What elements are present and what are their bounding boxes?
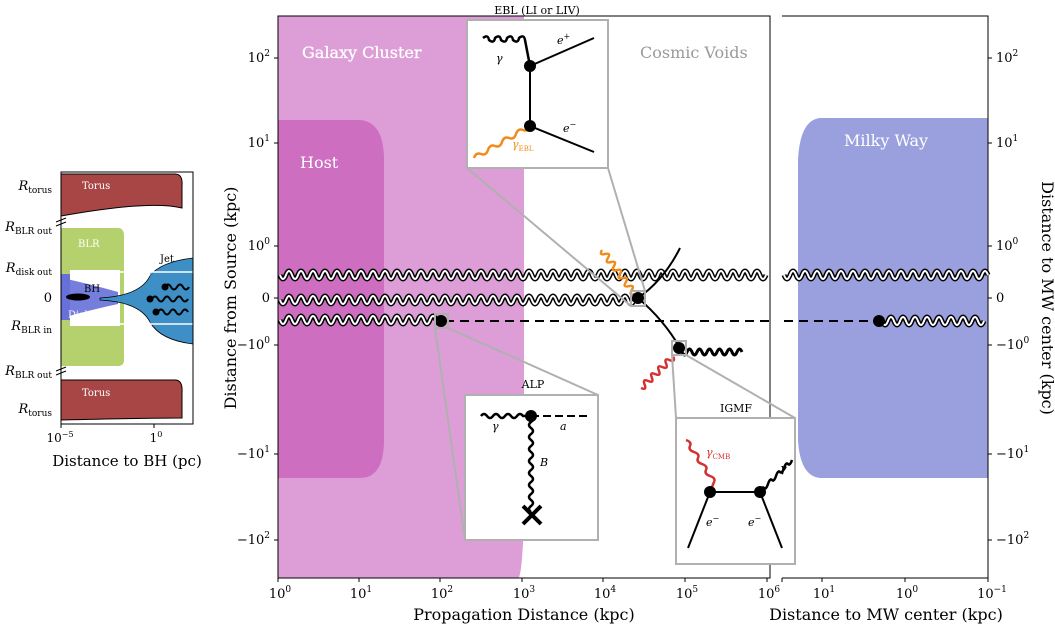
host-label: Host (300, 153, 339, 172)
blr-label: BLR (78, 239, 100, 250)
svg-text:102: 102 (431, 585, 453, 602)
ebl-inset-title: EBL (LI or LIV) (494, 4, 580, 17)
ebl-inset: EBL (LI or LIV) γ e+ e− γEBL (466, 4, 609, 169)
main-y-label-left: Distance from Source (kpc) (221, 187, 240, 410)
photon-line-secondary (680, 347, 744, 357)
main-x-label: Propagation Distance (kpc) (413, 605, 635, 624)
svg-text:−101: −101 (237, 445, 270, 462)
left-y-ticks: Rtorus RBLR out Rdisk out 0 RBLR in RBLR… (4, 179, 52, 419)
disk-label: Disk (68, 310, 91, 321)
main-x-axis: 100 101 102 103 104 105 106 (269, 578, 781, 602)
axis-breaks (55, 217, 67, 376)
svg-text:106: 106 (758, 585, 781, 602)
svg-text:γ: γ (496, 52, 503, 65)
svg-text:10−1: 10−1 (977, 585, 1007, 602)
torus-upper-region (61, 173, 183, 217)
svg-text:−100: −100 (996, 336, 1029, 353)
photon-wavy-lines (277, 249, 991, 391)
torus-label-lower: Torus (82, 388, 110, 399)
main-y-axis-left: 102 101 100 0 −100 −101 −102 (237, 49, 278, 548)
svg-text:−102: −102 (996, 531, 1029, 548)
svg-text:γ: γ (780, 462, 787, 475)
ebl-photon-inset (472, 125, 532, 159)
svg-text:a: a (560, 420, 567, 433)
svg-text:100: 100 (896, 585, 919, 602)
svg-text:RBLR out: RBLR out (4, 220, 52, 237)
igmf-interaction-point (673, 342, 685, 354)
svg-text:100: 100 (269, 585, 292, 602)
svg-text:e−: e− (706, 514, 719, 529)
jet-photons (151, 283, 190, 316)
black-hole (66, 293, 90, 301)
galaxy-cluster-label: Galaxy Cluster (302, 43, 422, 62)
svg-text:101: 101 (813, 585, 835, 602)
svg-text:−101: −101 (996, 445, 1029, 462)
milky-way-region (798, 118, 988, 478)
igmf-inset: IGMF γCMB γ e− e− (675, 402, 796, 565)
svg-text:−100: −100 (237, 336, 270, 353)
mw-x-axis: 101 100 10−1 (813, 578, 1007, 602)
svg-text:Rtorus: Rtorus (17, 402, 52, 419)
torus-lower-region (61, 379, 183, 421)
milky-way-label: Milky Way (844, 131, 928, 150)
svg-text:e−: e− (563, 120, 576, 135)
svg-text:Rtorus: Rtorus (17, 179, 52, 196)
alp-inset-title: ALP (521, 378, 545, 391)
svg-text:γEBL: γEBL (512, 138, 534, 153)
mw-reconversion-point (873, 315, 885, 327)
alp-inset: ALP γ a B (464, 378, 599, 541)
left-x-label: Distance to BH (pc) (52, 452, 202, 470)
agn-panel: Torus Torus BLR Jet BH Disk Rtorus RBLR … (4, 171, 202, 470)
svg-text:γCMB: γCMB (706, 446, 730, 461)
svg-text:100: 100 (248, 237, 271, 254)
svg-text:10−5: 10−5 (46, 430, 73, 445)
svg-text:e+: e+ (557, 32, 570, 47)
svg-text:100: 100 (996, 237, 1019, 254)
svg-text:101: 101 (350, 585, 372, 602)
svg-text:104: 104 (594, 585, 617, 602)
svg-text:Rdisk out: Rdisk out (5, 261, 53, 278)
svg-text:0: 0 (996, 291, 1004, 306)
svg-text:102: 102 (996, 49, 1018, 66)
main-panel: Galaxy Cluster Host Cosmic Voids Milky W… (221, 15, 1055, 624)
svg-text:0: 0 (44, 291, 52, 306)
svg-text:103: 103 (513, 585, 536, 602)
left-x-ticks: 10−5 10 (46, 424, 162, 445)
main-y-axis-right: 102 101 100 0 −100 −101 −102 (988, 49, 1029, 548)
ebl-incoming-photon (482, 35, 532, 67)
svg-text:−102: −102 (237, 531, 270, 548)
jet-label: Jet (159, 254, 174, 265)
torus-label-upper: Torus (82, 181, 110, 192)
inset-connectors (434, 167, 796, 541)
svg-text:10: 10 (150, 430, 163, 445)
svg-text:e−: e− (748, 514, 761, 529)
svg-text:101: 101 (248, 134, 270, 151)
bh-label: BH (84, 284, 100, 295)
host-region (278, 120, 384, 478)
svg-text:RBLR out: RBLR out (4, 364, 52, 381)
main-y-label-right: Distance to MW center (kpc) (1038, 181, 1055, 415)
ebl-interaction-point (632, 292, 644, 304)
alp-conversion-point (435, 315, 447, 327)
igmf-inset-title: IGMF (720, 402, 752, 415)
svg-text:RBLR in: RBLR in (10, 319, 52, 336)
svg-text:105: 105 (676, 585, 699, 602)
svg-text:102: 102 (248, 49, 270, 66)
svg-text:0: 0 (262, 291, 270, 306)
mw-x-label: Distance to MW center (kpc) (769, 605, 1003, 624)
cosmic-voids-label: Cosmic Voids (640, 43, 748, 62)
cmb-photon-line (640, 356, 676, 391)
svg-text:γ: γ (492, 420, 499, 433)
ebl-photon-line (599, 249, 636, 296)
svg-text:B: B (539, 456, 548, 469)
magnetic-field-cross (521, 504, 543, 526)
svg-text:101: 101 (996, 134, 1018, 151)
